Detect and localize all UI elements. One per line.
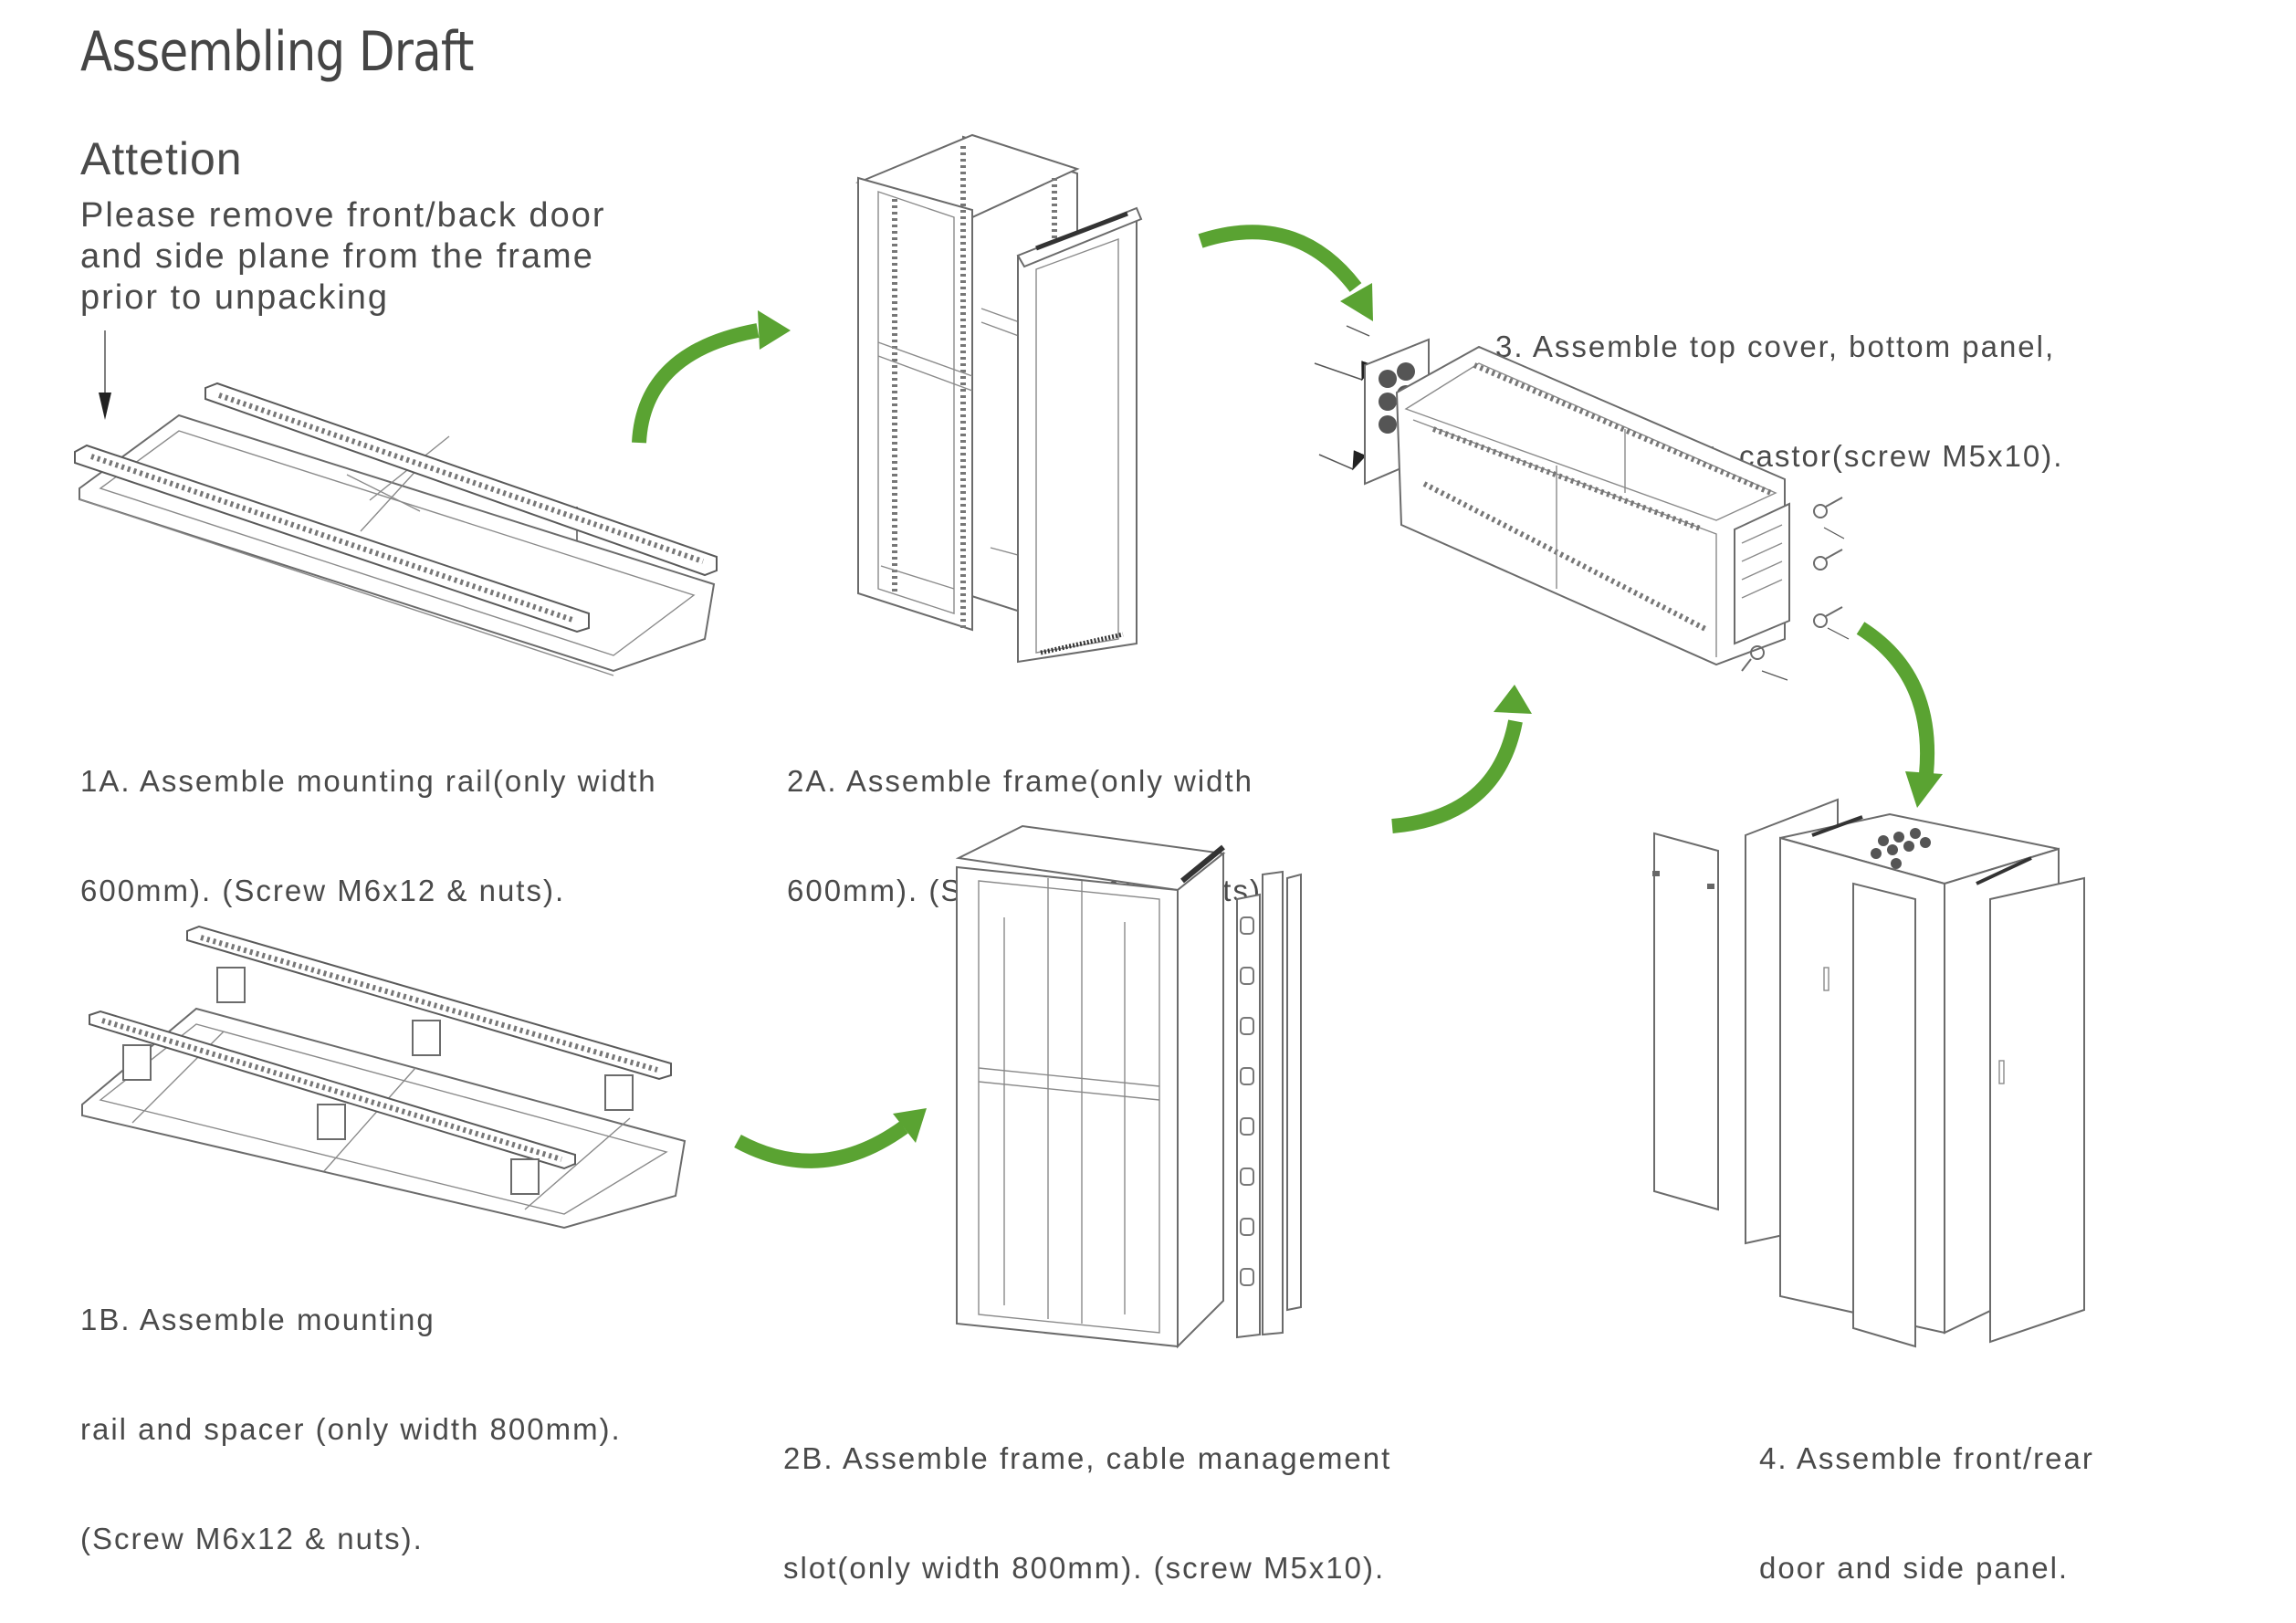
side-panel xyxy=(1989,876,2085,1344)
caption-line: 3. Assemble top cover, bottom panel, xyxy=(1495,330,2056,363)
flow-arrows xyxy=(632,225,1943,1168)
caption-line: (Screw M6x12 & nuts). xyxy=(80,1522,424,1555)
attention-line: and side plane from the frame xyxy=(80,237,594,276)
caption-line: rail and spacer (only width 800mm). xyxy=(80,1412,622,1446)
illustration-step-1a xyxy=(74,330,718,676)
caption-line: 4. Assemble front/rear xyxy=(1759,1441,2094,1475)
arrowhead-icon xyxy=(99,393,111,420)
side-panel xyxy=(1653,832,1719,1211)
illustration-step-1b xyxy=(81,925,687,1230)
caption-line: 2A. Assemble frame(only width xyxy=(787,764,1254,798)
fan-icon xyxy=(1871,828,1931,869)
mounting-rail xyxy=(89,1010,576,1170)
flow-arrow-icon xyxy=(1198,225,1373,321)
attention-line: prior to unpacking xyxy=(80,278,390,317)
spacer-block xyxy=(122,967,634,1195)
rack-frame-horizontal xyxy=(1395,345,1786,666)
illustration-step-3 xyxy=(1314,325,1850,681)
flow-arrow-icon xyxy=(734,1108,927,1168)
illustration-step-4 xyxy=(1652,798,2085,1348)
illustration-step-2a xyxy=(855,133,1143,664)
bottom-panel xyxy=(1734,502,1790,645)
attention-line: Please remove front/back door xyxy=(80,196,606,235)
rack-frame-wide xyxy=(956,865,1179,1348)
flow-arrow-icon xyxy=(1856,622,1943,808)
caption-line: slot(only width 800mm). (screw M5x10). xyxy=(783,1551,1386,1585)
caption-line: door and side panel. xyxy=(1759,1551,2070,1585)
flow-arrow-icon xyxy=(632,310,791,444)
rack-frame xyxy=(857,176,973,632)
attention-heading: Attetion xyxy=(80,133,243,184)
caption-line: 1A. Assemble mounting rail(only width xyxy=(80,764,657,798)
page-title: Assembling Draft xyxy=(80,20,475,84)
flow-arrow-icon xyxy=(1391,685,1532,833)
step-1a-caption: 1A. Assemble mounting rail(only width 60… xyxy=(80,690,657,946)
attention-note: Please remove front/back door and side p… xyxy=(80,195,606,319)
caption-line: 2B. Assemble frame, cable management xyxy=(783,1441,1392,1475)
assembly-illustrations xyxy=(74,133,2085,1349)
front-door xyxy=(1852,882,1916,1348)
illustration-step-2b xyxy=(955,824,1302,1349)
caption-line: 1B. Assemble mounting xyxy=(80,1303,435,1336)
caption-line: 600mm). (Screw M6x12 & nuts). xyxy=(80,874,566,907)
castor-icon xyxy=(1741,497,1843,672)
